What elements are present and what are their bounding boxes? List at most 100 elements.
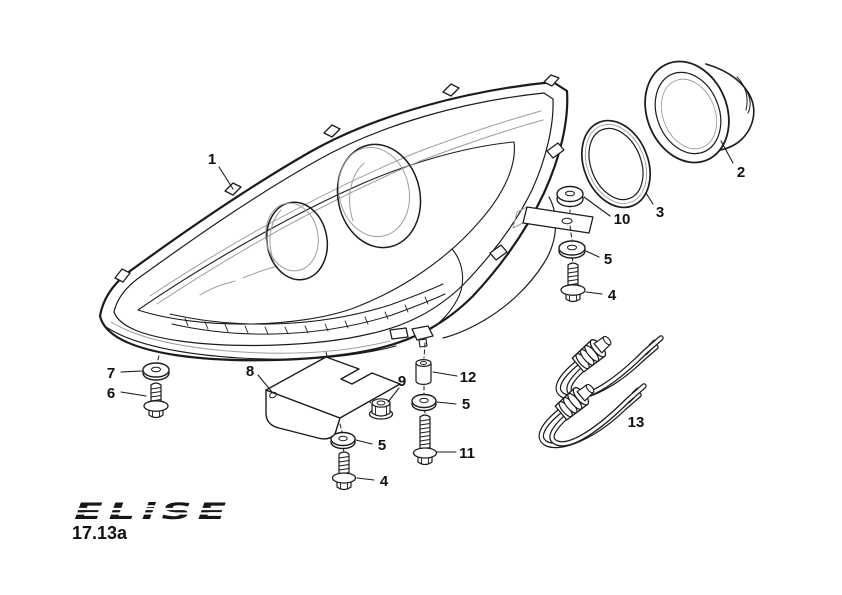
gasket-outer: [581, 119, 651, 209]
figure-code: 17.13a: [72, 523, 128, 543]
callout-label-9: 9: [398, 373, 406, 390]
plate-hole: [561, 217, 573, 225]
clip-bottom-1: [389, 327, 409, 340]
clip-right-lower: [489, 244, 508, 261]
gasket-mid: [584, 124, 648, 204]
leader-9: [387, 387, 400, 403]
leader-lines: [120, 140, 734, 481]
lower-rim-highlight: [110, 321, 391, 354]
callout-label-1: 1: [208, 151, 216, 168]
callout-label-4a: 4: [608, 287, 617, 304]
bolt-4-center: [331, 451, 357, 491]
washer-5-mid: [411, 393, 437, 412]
low-beam-rim: [265, 201, 329, 281]
tab-upper-left: [114, 268, 131, 283]
leader-2: [720, 140, 734, 164]
clip-right-upper: [546, 142, 565, 159]
harness-13: [538, 335, 664, 448]
callout-label-3: 3: [656, 204, 664, 221]
bolt-11: [412, 414, 438, 466]
callout-label-5a: 5: [604, 251, 612, 268]
leader-12: [432, 371, 458, 377]
washer-10-hole: [565, 190, 575, 197]
callout-label-8: 8: [246, 363, 254, 380]
strip-bottom-edge: [171, 293, 446, 335]
nut-9: [368, 398, 394, 420]
lamp-opening-low-beam: [265, 201, 329, 281]
plate-face: [522, 206, 594, 234]
washer-5-center: [330, 431, 356, 450]
pin-tick: [631, 387, 638, 394]
leader-5b: [436, 401, 457, 405]
nut-hole: [376, 400, 386, 406]
callout-label-5c: 5: [378, 437, 386, 454]
callout-labels: 1 2 3 10 5 4 7 6 8 9 12 5 11 5 4 13: [107, 151, 745, 490]
low-beam-reflection: [269, 209, 282, 263]
callout-label-11: 11: [459, 445, 475, 462]
holder-body: [571, 335, 612, 373]
bracket-8: [265, 356, 401, 440]
high-beam-inner: [338, 146, 410, 238]
brand-block: ELiSE 17.13a: [70, 500, 240, 543]
leader-7: [120, 370, 143, 373]
tab-top-3: [442, 83, 460, 97]
bracket-top-face: [265, 356, 401, 419]
pin-tick: [645, 349, 652, 356]
lens-streak-2: [156, 119, 544, 305]
unit-rim-inner: [654, 71, 722, 155]
bracket-side-face: [265, 389, 341, 440]
pin-tick: [648, 339, 655, 346]
bulb-holder-lower: [538, 383, 647, 448]
tab-top-2: [323, 124, 341, 138]
housing-outer-outline: [98, 80, 569, 362]
bolt-6: [143, 382, 169, 419]
leader-5a: [585, 250, 600, 258]
gasket-inner: [588, 127, 644, 201]
housing-inner-rim: [113, 92, 554, 347]
callout-label-13: 13: [628, 414, 645, 431]
bolt-flange: [331, 472, 357, 484]
holder-body: [554, 383, 595, 421]
gasket-ring-3: [581, 119, 651, 209]
callout-label-10: 10: [614, 211, 631, 228]
washer-5-right: [558, 240, 586, 259]
clip-bottom-2: [411, 325, 434, 341]
holder-tip-cap: [585, 383, 595, 394]
bolt-4-right: [560, 262, 586, 303]
high-beam-rim: [336, 143, 422, 249]
holder-tip-cap: [602, 335, 612, 346]
headlamp-unit-2: [644, 60, 755, 164]
bolt-flange: [143, 400, 169, 412]
high-beam-reflection: [349, 162, 365, 222]
wire-core: [550, 384, 646, 446]
bolt-flange: [560, 284, 586, 296]
assembly-axes: [156, 202, 574, 453]
rear-mounting-plate: [512, 206, 594, 234]
callout-label-12: 12: [460, 369, 477, 386]
leader-5c: [355, 439, 373, 445]
spacer-12: [415, 359, 432, 385]
spacer-hole: [420, 361, 427, 365]
leader-6: [120, 391, 147, 397]
leader-3: [645, 192, 654, 205]
strip-top-edge: [169, 283, 444, 325]
callout-label-5b: 5: [462, 396, 470, 413]
leader-4a: [585, 291, 603, 295]
bolt-shank: [338, 451, 350, 476]
low-beam-inner: [265, 202, 319, 272]
lamp-opening-high-beam: [336, 143, 422, 249]
tab-apex: [543, 74, 560, 87]
indicator-strip: [169, 283, 446, 335]
callout-label-6: 6: [107, 385, 115, 402]
washer-10: [556, 185, 584, 208]
callout-label-2: 2: [737, 164, 745, 181]
washer-hole: [338, 435, 348, 442]
leader-4b: [356, 477, 375, 481]
lens-aperture-outline: [137, 141, 515, 325]
pin-tick: [628, 397, 635, 404]
clip-bottom-nub: [418, 338, 428, 348]
headlamp-housing: [98, 74, 594, 362]
leader-10: [583, 196, 611, 217]
lower-rim-line: [105, 326, 397, 360]
